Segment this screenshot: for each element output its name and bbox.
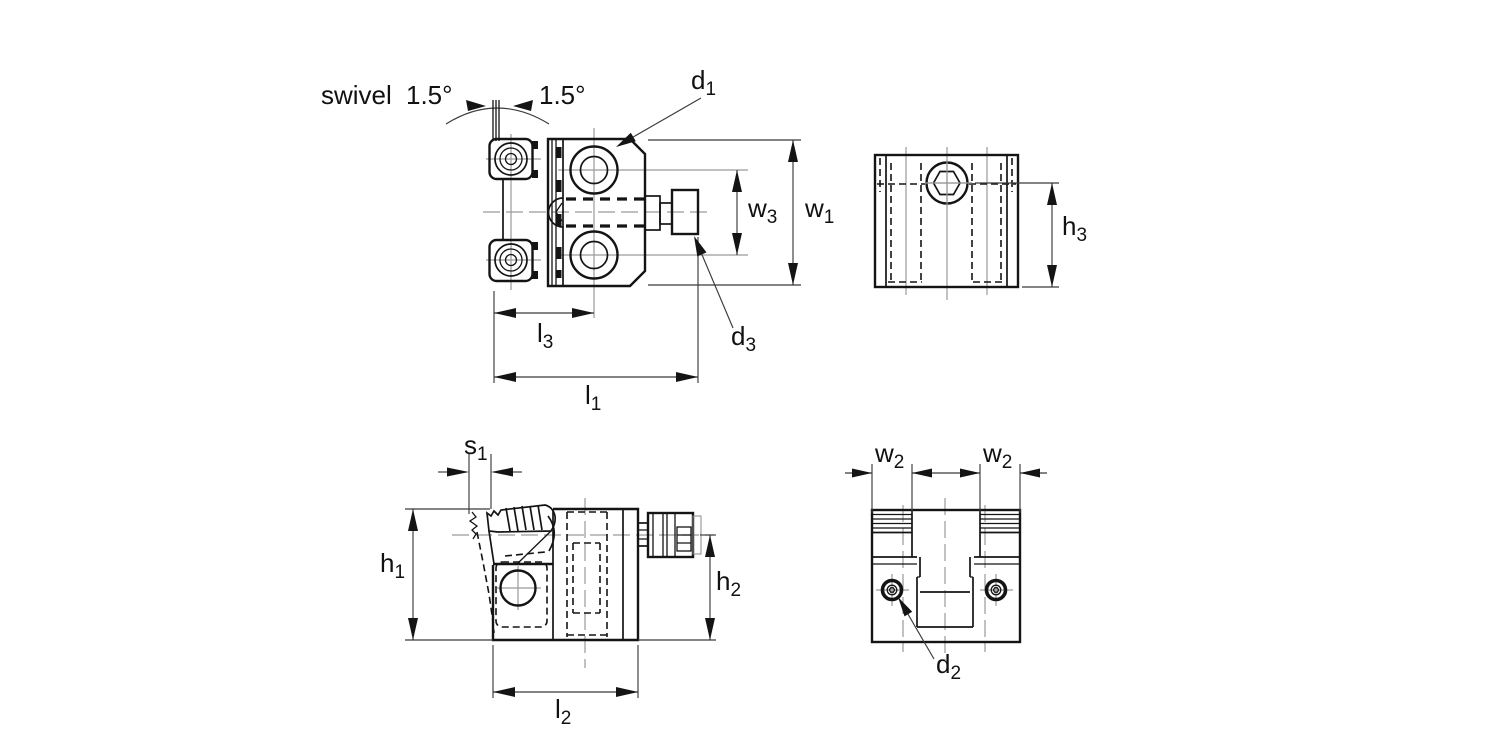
s1-label: s1 bbox=[464, 430, 488, 465]
swivel-jaw bbox=[468, 504, 557, 634]
rail-channel bbox=[916, 557, 974, 628]
d2-label: d2 bbox=[936, 649, 962, 684]
angle-left-label: 1.5° bbox=[406, 80, 453, 110]
d3-label: d3 bbox=[731, 321, 757, 356]
end-view-dimensions bbox=[845, 464, 1047, 660]
side-view-dimensions bbox=[975, 182, 1059, 288]
l2-label: l2 bbox=[555, 694, 572, 729]
swivel-label: swivel bbox=[321, 80, 392, 110]
h3-label: h3 bbox=[1062, 211, 1088, 246]
w2-right-label: w2 bbox=[983, 438, 1013, 473]
angle-right-label: 1.5° bbox=[539, 80, 586, 110]
front-view-dimensions bbox=[493, 97, 801, 383]
l1-label: l1 bbox=[585, 380, 602, 415]
clamp-screws bbox=[488, 137, 538, 283]
l3-label: l3 bbox=[537, 318, 554, 353]
w2-left-label: w2 bbox=[875, 438, 905, 473]
h1-label: h1 bbox=[380, 548, 406, 583]
d1-label: d1 bbox=[691, 65, 717, 100]
w3-label: w3 bbox=[748, 193, 778, 228]
h2-label: h2 bbox=[716, 566, 742, 601]
swivel-annotation bbox=[445, 100, 550, 141]
w1-label: w1 bbox=[805, 193, 835, 228]
hex-screw bbox=[925, 160, 972, 206]
end-view bbox=[845, 464, 1047, 660]
elevation-view bbox=[405, 454, 716, 698]
front-view bbox=[445, 97, 801, 383]
elevation-dimensions bbox=[405, 454, 716, 698]
side-view bbox=[873, 147, 1059, 300]
d2-screws bbox=[880, 578, 1008, 602]
